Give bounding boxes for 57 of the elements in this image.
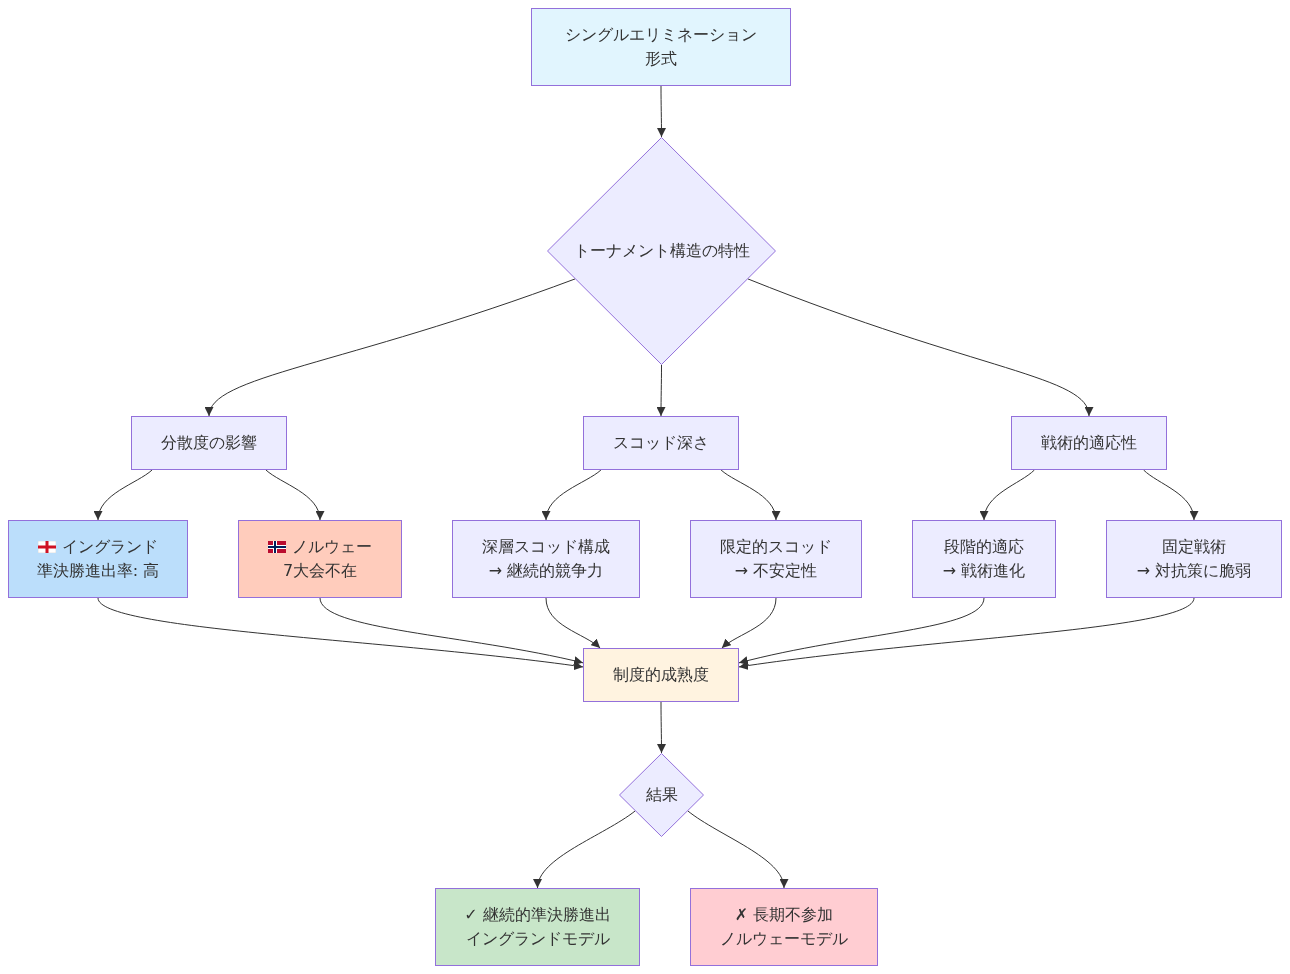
arrow xyxy=(657,701,666,754)
process-box xyxy=(531,8,791,86)
process-box xyxy=(583,416,739,470)
arrow xyxy=(542,469,602,521)
node-text: → 継続的競争力 xyxy=(488,560,604,582)
arrow xyxy=(534,810,636,889)
node-text: ✗ 長期不参加 xyxy=(734,904,834,926)
node-text: 固定戦術 xyxy=(1162,536,1226,558)
decision-diamond xyxy=(547,137,776,365)
arrow xyxy=(721,597,777,649)
arrow xyxy=(687,810,787,889)
node-text: ✓ 継続的準決勝進出 xyxy=(464,904,611,926)
process-box xyxy=(238,520,402,598)
node-text: 深層スコッド構成 xyxy=(482,536,610,558)
node-text: 戦術的適応性 xyxy=(1041,432,1137,454)
arrow xyxy=(738,597,985,666)
process-box xyxy=(131,416,287,470)
process-box xyxy=(583,648,739,702)
node-text: イングランド xyxy=(62,536,158,558)
node-text: ノルウェーモデル xyxy=(720,928,848,950)
arrow xyxy=(1143,469,1198,521)
process-box xyxy=(8,520,188,598)
arrow xyxy=(265,469,324,521)
node-text: → 戦術進化 xyxy=(942,560,1026,582)
arrow xyxy=(980,469,1035,521)
process-box xyxy=(452,520,640,598)
node-text: シングルエリミネーション形式 xyxy=(564,24,758,70)
arrow xyxy=(207,278,576,417)
process-box xyxy=(690,520,862,598)
arrow xyxy=(738,597,1195,671)
node-text: トーナメント構造の特性 xyxy=(573,240,750,262)
process-box xyxy=(690,888,878,966)
arrow xyxy=(747,278,1092,417)
node-text: イングランドモデル xyxy=(465,928,610,950)
node-text: → 不安定性 xyxy=(734,560,818,582)
node-text: 分散度の影響 xyxy=(161,432,257,454)
node-text: ノルウェー xyxy=(292,536,372,558)
node-text: 結果 xyxy=(645,784,678,806)
decision-diamond xyxy=(619,753,704,837)
arrow xyxy=(94,469,153,521)
arrow xyxy=(97,597,584,671)
node-text: 準決勝進出率: 高 xyxy=(36,560,160,582)
node-text: 制度的成熟度 xyxy=(613,664,709,686)
node-text: 7大会不在 xyxy=(282,560,358,582)
process-box xyxy=(1106,520,1282,598)
node-text: スコッド深さ xyxy=(613,432,709,454)
arrow xyxy=(545,597,601,649)
node-text: 限定的スコッド xyxy=(720,536,832,558)
arrow xyxy=(656,364,666,417)
arrow xyxy=(657,85,666,138)
arrow xyxy=(720,469,780,521)
node-text: 段階的適応 xyxy=(944,536,1024,558)
process-box xyxy=(912,520,1056,598)
node-text: → 対抗策に脆弱 xyxy=(1136,560,1252,582)
arrow xyxy=(319,597,584,666)
process-box xyxy=(1011,416,1167,470)
process-box xyxy=(435,888,640,966)
